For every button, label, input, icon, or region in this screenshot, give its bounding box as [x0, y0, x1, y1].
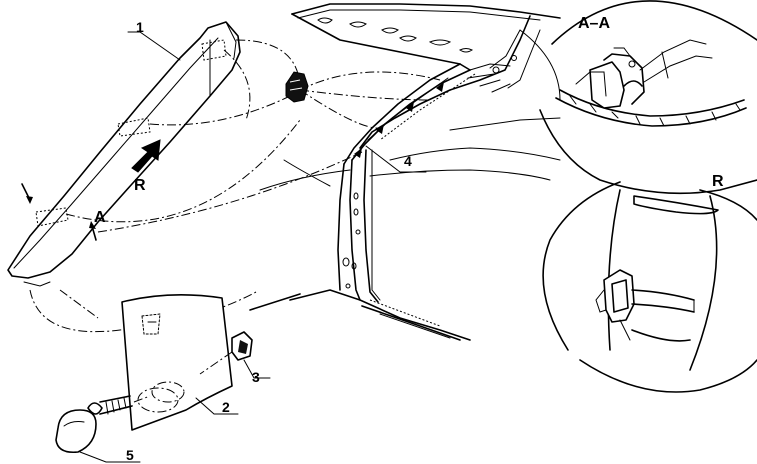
label-view-r-detail: R [712, 173, 724, 190]
bracket-panel-part-2: 2 [121, 294, 239, 431]
label-section-aa: A–A [578, 15, 610, 32]
label-part-2: 2 [222, 399, 230, 415]
view-r-detail: R [542, 173, 757, 393]
body-clip-bracket [285, 71, 309, 103]
label-part-4: 4 [404, 153, 412, 169]
clip-part-3: 3 [199, 331, 271, 385]
label-part-3: 3 [252, 369, 260, 385]
section-aa-detail: A–A [539, 0, 757, 195]
pillar-markers [354, 82, 444, 158]
mounting-dash-lines [29, 39, 441, 333]
view-r-arrow: R [131, 139, 161, 194]
screw-and-cap: 5 [55, 395, 151, 463]
label-section-a: A [94, 209, 106, 226]
section-a-marker: A [21, 183, 106, 241]
trim-panel-part-1: 1 [7, 19, 241, 287]
label-view-r: R [134, 177, 146, 194]
label-part-1: 1 [136, 19, 144, 35]
label-part-5: 5 [126, 447, 134, 463]
